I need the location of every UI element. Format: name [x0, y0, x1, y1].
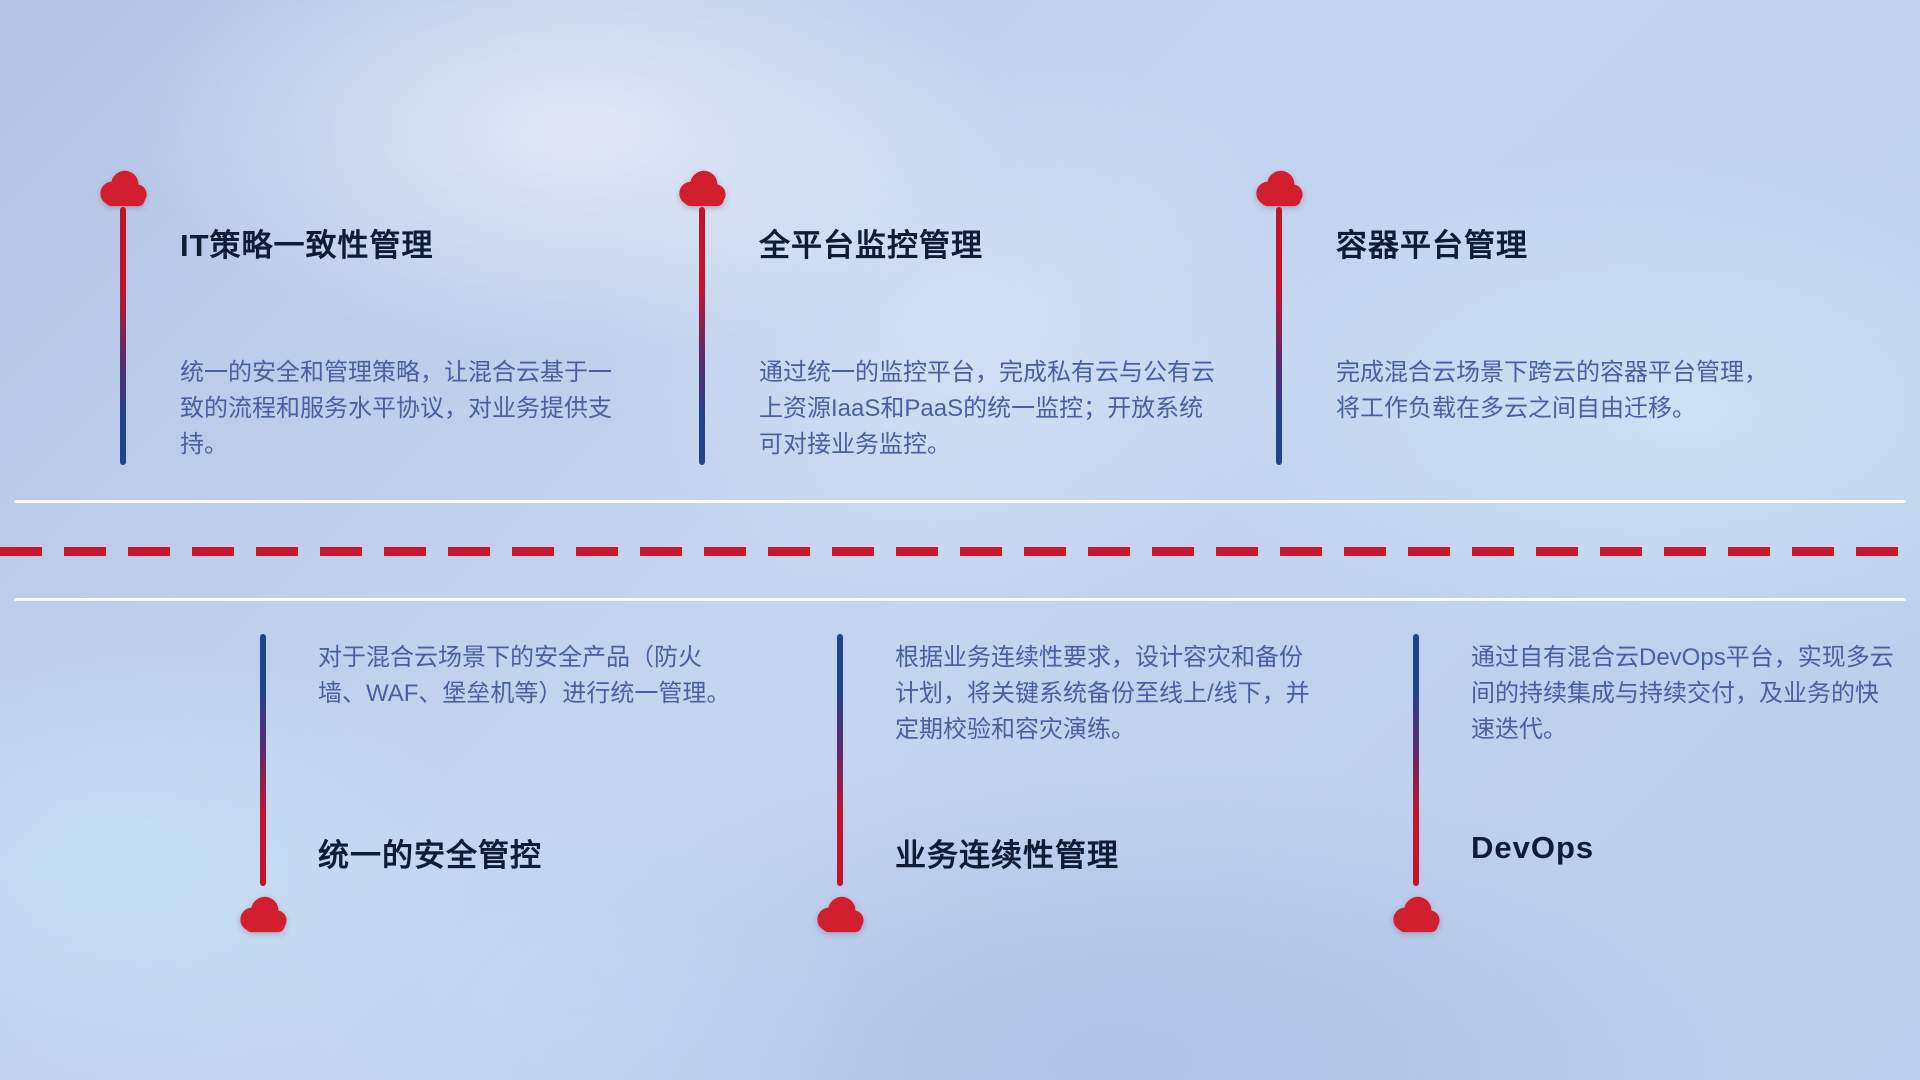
feature-title-security: 统一的安全管控 [318, 838, 542, 873]
cloud-icon [1387, 893, 1445, 935]
connector-line [837, 634, 843, 886]
feature-title-it-policy: IT策略一致性管理 [180, 228, 434, 263]
cloud-icon [94, 167, 152, 209]
feature-description-security: 对于混合云场景下的安全产品（防火墙、WAF、堡垒机等）进行统一管理。 [318, 644, 731, 707]
connector-line [260, 634, 266, 886]
connector-line [699, 207, 705, 465]
feature-description-container: 完成混合云场景下跨云的容器平台管理，将工作负载在多云之间自由迁移。 [1336, 359, 1768, 422]
feature-description-devops: 通过自有混合云DevOps平台，实现多云间的持续集成与持续交付，及业务的快速迭代… [1471, 644, 1894, 743]
feature-description-continuity: 根据业务连续性要求，设计容灾和备份计划，将关键系统备份至线上/线下，并定期校验和… [895, 644, 1310, 743]
separator-line-top [14, 500, 1906, 503]
feature-description-it-policy: 统一的安全和管理策略，让混合云基于一致的流程和服务水平协议，对业务提供支持。 [180, 359, 612, 458]
connector-line [1276, 207, 1282, 465]
separator-line-bottom [14, 598, 1906, 601]
feature-title-monitoring: 全平台监控管理 [759, 228, 983, 263]
cloud-icon [811, 893, 869, 935]
cloud-icon [234, 893, 292, 935]
connector-line [1413, 634, 1419, 886]
cloud-icon [1250, 167, 1308, 209]
cloud-icon [673, 167, 731, 209]
feature-title-continuity: 业务连续性管理 [895, 838, 1119, 873]
feature-title-container: 容器平台管理 [1336, 228, 1528, 263]
feature-description-monitoring: 通过统一的监控平台，完成私有云与公有云上资源IaaS和PaaS的统一监控；开放系… [759, 359, 1215, 458]
feature-title-devops: DevOps [1471, 830, 1595, 865]
separator-dashed-line [0, 547, 1920, 556]
connector-line [120, 207, 126, 465]
